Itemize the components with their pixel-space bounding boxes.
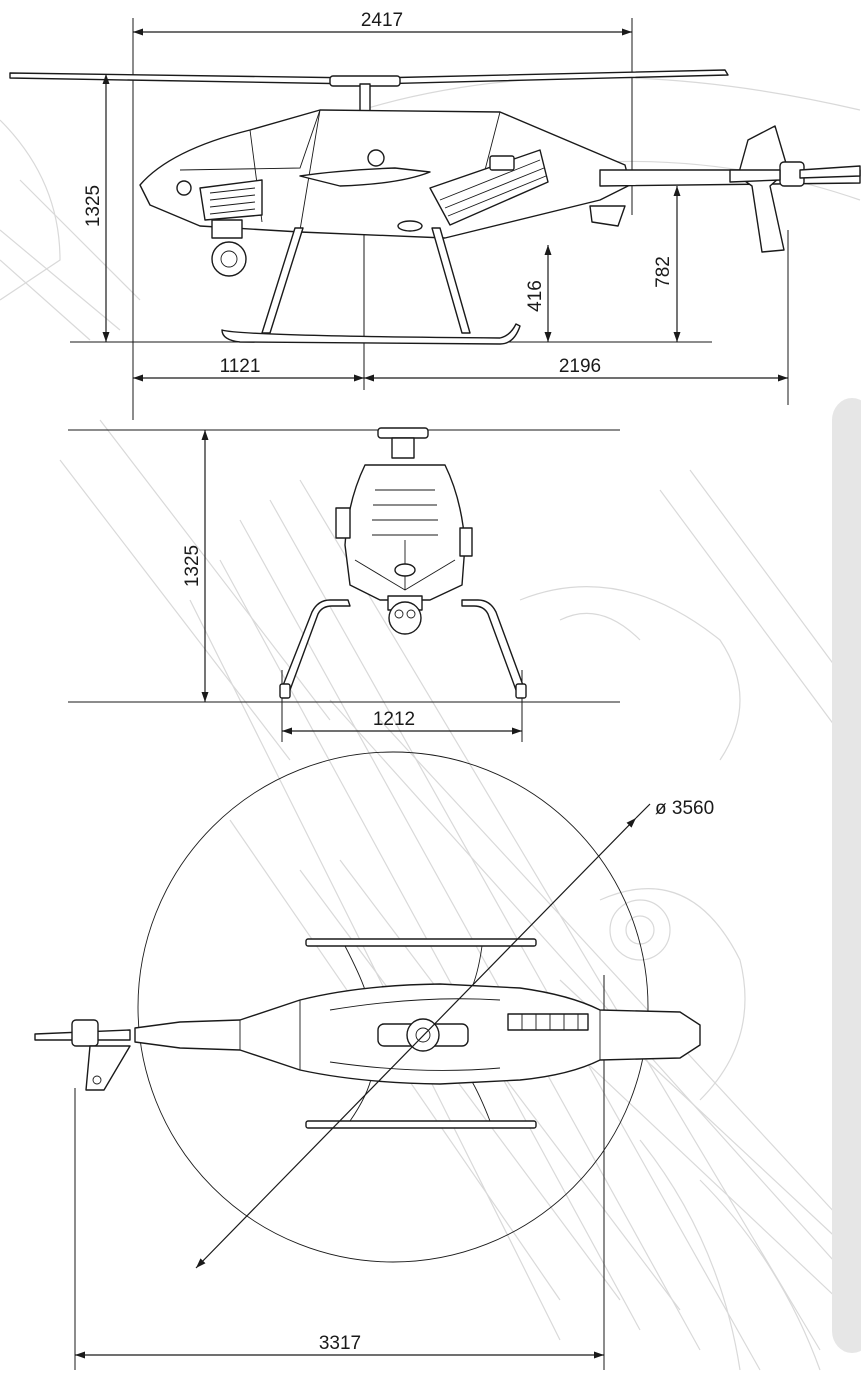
front-view: 1325 1212 — [68, 427, 620, 742]
front-to-mast-label: 1121 — [220, 356, 261, 377]
side-view: 2417 1325 416 782 1121 2196 — [9, 10, 861, 420]
top-length-label: 3317 — [319, 1333, 361, 1354]
tail-height-label: 782 — [653, 256, 674, 288]
rotor-diameter-label: ø 3560 — [655, 798, 714, 819]
top-view: ø 3560 3317 — [34, 751, 714, 1370]
side-length-label: 2417 — [361, 10, 403, 31]
background-ghost-drawing — [0, 76, 861, 1371]
mast-to-tail-label: 2196 — [559, 356, 601, 377]
front-height-label: 1325 — [182, 545, 203, 587]
skid-width-label: 1212 — [373, 709, 415, 730]
side-panel — [832, 398, 861, 1353]
clearance-label: 416 — [525, 280, 546, 312]
side-height-label: 1325 — [83, 185, 104, 227]
